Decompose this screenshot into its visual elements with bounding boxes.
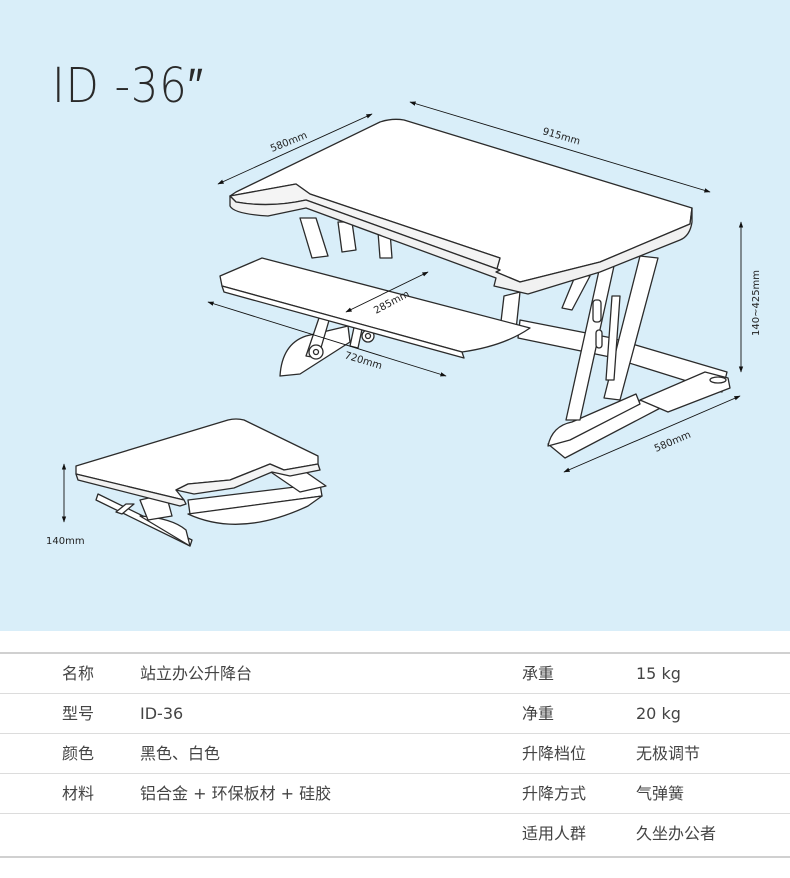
- spec-label: 材料: [62, 784, 95, 803]
- dim-keyboard-width: 720mm: [343, 350, 383, 372]
- spec-row: 材料 铝合金 + 环保板材 + 硅胶 升降方式 气弹簧: [0, 774, 790, 814]
- dim-height-range: 140~425mm: [751, 270, 762, 336]
- spec-label: 升降方式: [522, 784, 587, 803]
- dim-top-width: 915mm: [541, 126, 581, 147]
- spec-value: 15 kg: [636, 664, 681, 683]
- dim-top-depth: 580mm: [269, 130, 309, 155]
- spec-label: 升降档位: [522, 744, 587, 763]
- dimension-lines: [61, 101, 744, 523]
- folded-desk: [75, 418, 327, 547]
- dim-base-depth: 580mm: [653, 430, 693, 455]
- desk-line-drawing: 580mm 915mm 285mm 720mm 140~425mm 580mm …: [46, 101, 762, 547]
- model-title: ID -36″: [52, 58, 204, 114]
- spec-label: 颜色: [62, 744, 95, 763]
- spec-label: 名称: [62, 664, 95, 683]
- spec-label: 适用人群: [522, 824, 587, 843]
- spec-row: 名称 站立办公升降台 承重 15 kg: [0, 654, 790, 694]
- spec-row: 型号 ID-36 净重 20 kg: [0, 694, 790, 734]
- right-scissor-legs: [499, 255, 659, 421]
- spec-value: 气弹簧: [636, 784, 685, 803]
- spec-table: 名称 站立办公升降台 承重 15 kg 型号 ID-36 净重 20 kg 颜色…: [0, 652, 790, 858]
- dim-folded-height: 140mm: [46, 536, 85, 547]
- spec-label: 承重: [522, 664, 555, 683]
- spec-label: 型号: [62, 704, 95, 723]
- spec-value: 无极调节: [636, 744, 701, 763]
- spec-value: 站立办公升降台: [140, 664, 253, 683]
- spec-row: 颜色 黑色、白色 升降档位 无极调节: [0, 734, 790, 774]
- spec-label: 净重: [522, 704, 555, 723]
- spec-value: 久坐办公者: [636, 824, 717, 843]
- spec-value: 20 kg: [636, 704, 681, 723]
- spec-row: 适用人群 久坐办公者: [0, 814, 790, 854]
- spec-value: ID-36: [140, 704, 184, 723]
- spec-value: 黑色、白色: [140, 744, 221, 763]
- spec-value: 铝合金 + 环保板材 + 硅胶: [140, 784, 332, 803]
